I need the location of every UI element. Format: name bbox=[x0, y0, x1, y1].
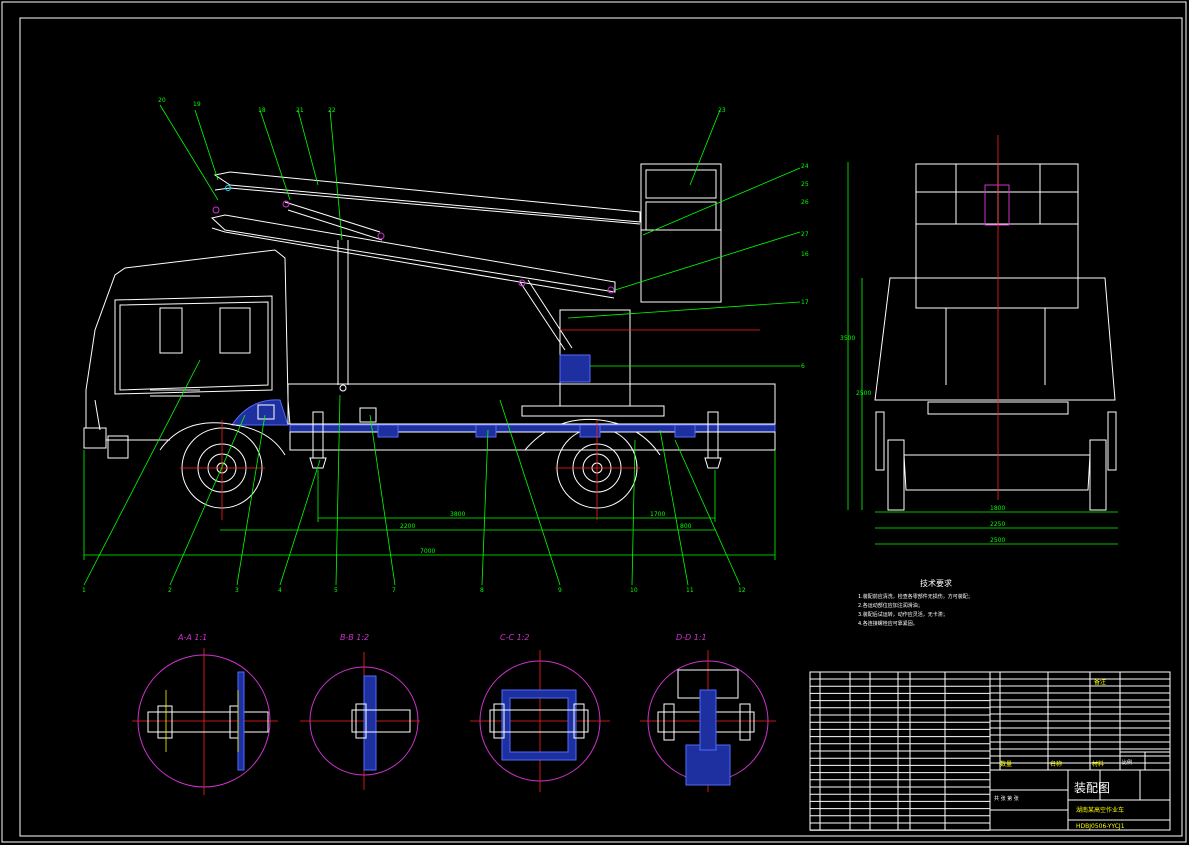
balloon-label: 19 bbox=[193, 101, 201, 108]
balloon-label: 6 bbox=[801, 363, 805, 370]
balloon-label: 21 bbox=[296, 107, 304, 114]
balloon-label: 26 bbox=[801, 199, 809, 206]
section-view-c: C-C 1:2 bbox=[470, 633, 610, 792]
dim-wheelbase: 3800 bbox=[450, 511, 465, 518]
balloons-bottom: 1 2 3 4 5 7 8 9 10 11 12 bbox=[82, 587, 746, 594]
balloon-label: 9 bbox=[558, 587, 562, 594]
dim-rear-outer: 2250 bbox=[990, 521, 1005, 528]
balloon-label: 23 bbox=[718, 107, 726, 114]
section-view-d: D-D 1:1 bbox=[640, 633, 776, 792]
side-view-truck bbox=[83, 104, 801, 586]
tech-req-line: 3.装配后试运转，动作应灵活，无卡滞； bbox=[858, 611, 948, 618]
scale-label: 比例 bbox=[1122, 759, 1132, 766]
rear-view bbox=[847, 135, 1118, 545]
balloon-label: 22 bbox=[328, 107, 336, 114]
material-label: 材料 bbox=[1092, 760, 1104, 768]
balloon-label: 8 bbox=[480, 587, 484, 594]
dim-rear: 800 bbox=[680, 523, 692, 530]
inner-border bbox=[19, 17, 1183, 837]
section-view-b: B-B 1:2 bbox=[300, 633, 420, 790]
section-label: C-C 1:2 bbox=[500, 633, 529, 642]
section-label: B-B 1:2 bbox=[340, 633, 369, 642]
name-label: 名称 bbox=[1050, 760, 1062, 768]
tech-req-line: 4.各连接螺栓应可靠紧固。 bbox=[858, 620, 918, 627]
balloon-label: 1 bbox=[82, 587, 86, 594]
dim-rear-total: 2500 bbox=[990, 537, 1005, 544]
balloon-label: 10 bbox=[630, 587, 638, 594]
dim-rear-inner: 1800 bbox=[990, 505, 1005, 512]
dim-side-height: 3500 bbox=[840, 335, 855, 342]
balloons-top: 20 19 18 21 22 23 bbox=[158, 97, 726, 114]
dim-front-overhang: 2200 bbox=[400, 523, 415, 530]
balloon-label: 3 bbox=[235, 587, 239, 594]
remarks-label: 备注 bbox=[1094, 678, 1106, 686]
section-label: A-A 1:1 bbox=[177, 633, 207, 642]
balloon-label: 24 bbox=[801, 163, 809, 170]
balloon-label: 16 bbox=[801, 251, 809, 258]
company-name: 湖南某高空作业车 bbox=[1076, 806, 1124, 814]
balloon-label: 2 bbox=[168, 587, 172, 594]
balloon-label: 27 bbox=[801, 231, 809, 238]
balloons-right: 24 25 26 27 16 17 6 bbox=[801, 163, 809, 370]
balloon-label: 18 bbox=[258, 107, 266, 114]
balloon-label: 11 bbox=[686, 587, 694, 594]
tech-req-heading: 技术要求 bbox=[920, 578, 952, 588]
balloon-label: 20 bbox=[158, 97, 166, 104]
balloon-label: 12 bbox=[738, 587, 746, 594]
section-label: D-D 1:1 bbox=[676, 633, 707, 642]
dim-side-height-2: 2500 bbox=[856, 390, 871, 397]
section-view-a: A-A 1:1 bbox=[132, 633, 278, 795]
balloon-label: 17 bbox=[801, 299, 809, 306]
tech-req-line: 2.各运动部位应加注润滑油； bbox=[858, 602, 923, 609]
balloon-label: 4 bbox=[278, 587, 282, 594]
dim-front: 1700 bbox=[650, 511, 665, 518]
sheet-label: 共 张 第 张 bbox=[994, 795, 1019, 802]
drawing-number: HDBJ0506-YYCJ1 bbox=[1076, 823, 1125, 830]
tech-req-line: 1.装配前应清洗，检查各零部件无损伤，方可装配； bbox=[858, 593, 973, 600]
balloon-label: 25 bbox=[801, 181, 809, 188]
balloon-label: 7 bbox=[392, 587, 396, 594]
drawing-title: 装配图 bbox=[1074, 781, 1110, 795]
balloon-label: 5 bbox=[334, 587, 338, 594]
parts-list bbox=[809, 671, 1171, 831]
qty-label: 数量 bbox=[1000, 760, 1012, 768]
dim-overall-length: 7000 bbox=[420, 548, 435, 555]
